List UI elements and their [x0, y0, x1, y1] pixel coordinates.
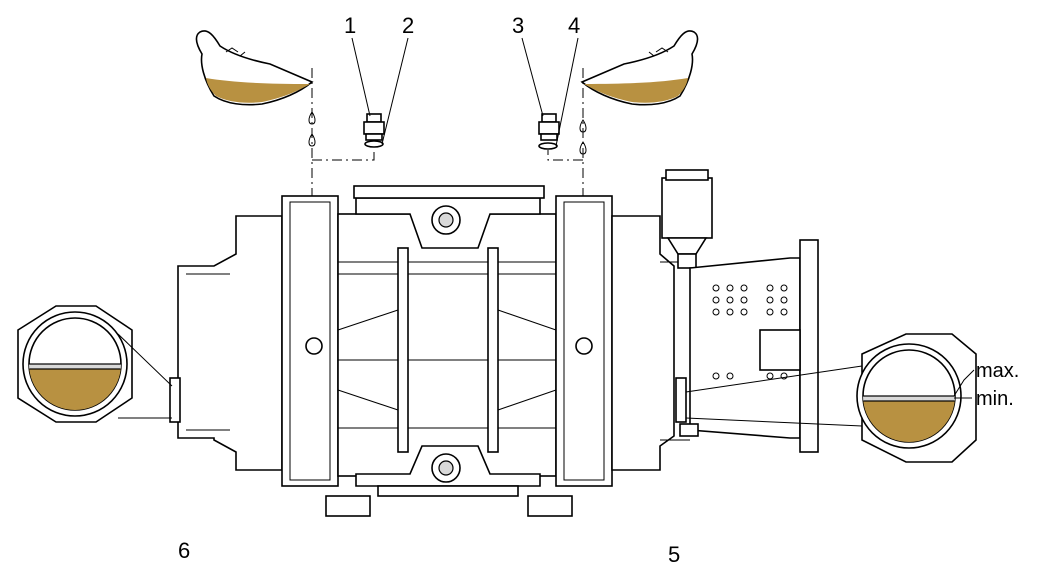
label-6: 6 [178, 538, 190, 563]
label-2: 2 [402, 13, 414, 38]
label-5: 5 [668, 542, 680, 564]
fill-plug-right [538, 113, 560, 150]
label-4: 4 [568, 13, 580, 38]
oil-sight-glass-right-icon [856, 333, 977, 463]
drain-plug-right [675, 377, 699, 437]
drain-plug-left [169, 377, 181, 423]
label-3: 3 [512, 13, 524, 38]
blower-housing [177, 185, 690, 517]
fill-plug-left [363, 113, 385, 148]
oil-can-right-icon [580, 30, 699, 106]
label-max: max. [976, 360, 1019, 382]
label-1: 1 [344, 13, 356, 38]
oil-can-left-icon [195, 30, 314, 106]
oil-sight-glass-left-icon [17, 305, 133, 423]
label-min: min. [976, 388, 1014, 410]
breather-filter [661, 169, 713, 269]
drive-housing [689, 239, 819, 453]
